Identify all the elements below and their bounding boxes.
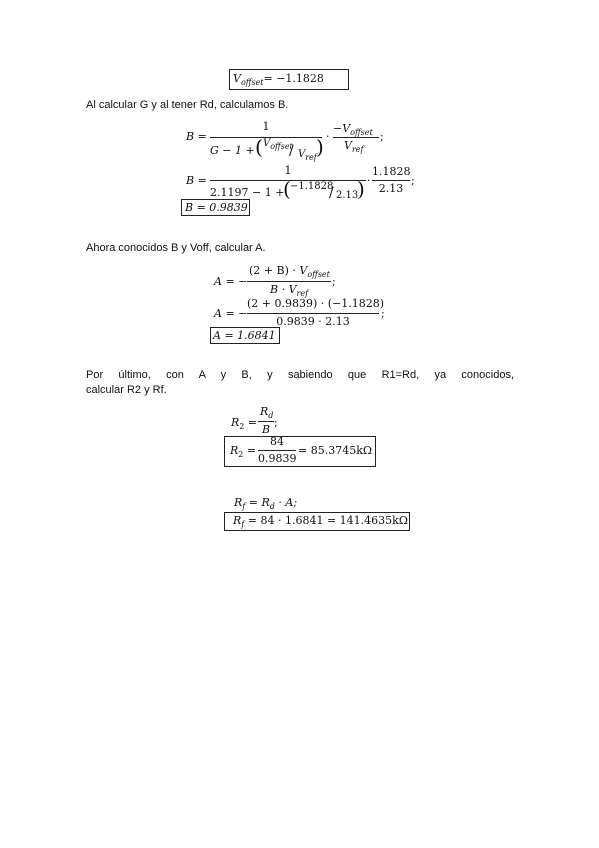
voffset-result-equation: Voffset= −1.1828 bbox=[233, 72, 324, 87]
paragraph-calc-r2-rf-line1: Por último, con A y B, y sabiendo que R1… bbox=[86, 369, 514, 381]
a-result-box bbox=[210, 327, 280, 344]
equation-rf-formula: Rf = Rd · A; bbox=[234, 496, 298, 511]
voffset-result-box bbox=[229, 69, 349, 90]
a-result-equation: A = 1.6841 bbox=[213, 329, 276, 342]
rf-result-box bbox=[224, 512, 410, 531]
rf-result-equation: Rf = 84 · 1.6841 = 141.4635kΩ bbox=[233, 514, 408, 529]
r2-result-box bbox=[224, 436, 376, 467]
b-result-equation: B = 0.9839 bbox=[185, 201, 248, 214]
paragraph-calc-b: Al calcular G y al tener Rd, calculamos … bbox=[86, 99, 289, 111]
b-result-box bbox=[181, 199, 250, 216]
paragraph-calc-a: Ahora conocidos B y Voff, calcular A. bbox=[86, 242, 266, 254]
paragraph-calc-r2-rf-line2: calcular R2 y Rf. bbox=[86, 384, 167, 396]
